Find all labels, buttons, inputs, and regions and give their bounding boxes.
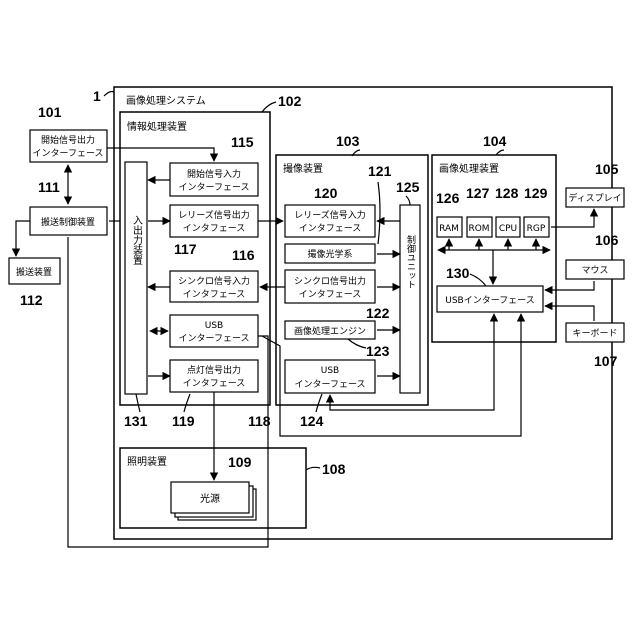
control-unit-box — [400, 205, 420, 393]
lighting-ref: 108 — [322, 461, 346, 477]
rom-ref: 127 — [466, 185, 490, 201]
camera-ref: 103 — [336, 133, 360, 149]
camera-usb-line2: インターフェース — [294, 379, 365, 390]
info-device-label: 情報処理装置 — [127, 120, 187, 133]
info-device-ref: 102 — [278, 93, 302, 109]
io-unit-box — [125, 162, 147, 394]
start-out-ref: 101 — [38, 104, 62, 120]
transport-ctrl-ref: 111 — [38, 179, 60, 195]
start-in-line1: 開始信号入力 — [187, 168, 241, 180]
info-usb-line1: USB — [205, 321, 223, 331]
start-in-ref: 115 — [231, 134, 254, 150]
control-unit-label: 制御ユニット — [405, 234, 416, 289]
control-unit-ref: 125 — [396, 179, 420, 195]
rgp-ref: 129 — [524, 185, 548, 201]
system-leader — [104, 92, 114, 97]
io-unit-label: 入出力装置 — [131, 215, 143, 265]
mouse-label: マウス — [581, 265, 608, 276]
start-out-line1: 開始信号出力 — [41, 134, 95, 146]
cpu-ref: 128 — [495, 185, 519, 201]
light-source-ref: 109 — [228, 454, 252, 470]
display-label: ディスプレイ — [568, 192, 621, 204]
sync-in-line2: インタフェース — [183, 289, 246, 300]
start-out-line2: インターフェース — [32, 148, 103, 159]
light-out-line2: インタフェース — [183, 378, 246, 389]
lighting-label: 照明装置 — [127, 455, 167, 468]
transport-label: 搬送装置 — [16, 266, 52, 278]
engine-ref: 123 — [366, 343, 390, 359]
keyboard-label: キーボード — [572, 328, 617, 339]
sync-out-line1: シンクロ信号出力 — [294, 275, 366, 287]
engine-label: 画像処理エンジン — [294, 325, 366, 337]
image-device-frame — [432, 155, 556, 342]
sync-in-ref: 117 — [174, 241, 197, 257]
release-in-ref: 120 — [314, 185, 338, 201]
info-usb-line2: インターフェース — [178, 333, 249, 344]
transport-ctrl-label: 搬送制御装置 — [41, 216, 95, 228]
keyboard-ref: 107 — [594, 353, 618, 369]
system-label: 画像処理システム — [126, 94, 206, 107]
light-source-label: 光源 — [200, 492, 220, 505]
optics-label: 撮像光学系 — [307, 248, 352, 260]
release-out-ref: 116 — [232, 247, 255, 263]
display-ref: 105 — [595, 161, 619, 177]
optics-ref: 121 — [368, 163, 392, 179]
transport-ref: 112 — [20, 292, 43, 308]
image-device-ref: 104 — [483, 133, 507, 149]
image-usb-ref: 130 — [446, 265, 470, 281]
sync-in-line1: シンクロ信号入力 — [178, 275, 250, 287]
ram-ref: 126 — [436, 190, 460, 206]
light-out-ref: 119 — [172, 413, 195, 429]
release-in-line2: インタフェース — [299, 223, 362, 234]
cpu-label: CPU — [499, 224, 517, 234]
system-ref: 1 — [93, 88, 101, 104]
release-in-line1: レリーズ信号入力 — [294, 209, 366, 221]
rom-label: ROM — [468, 224, 489, 234]
release-out-line2: インタフェース — [183, 223, 246, 234]
release-out-line1: レリーズ信号出力 — [178, 209, 250, 221]
rgp-label: RGP — [527, 224, 546, 234]
mouse-ref: 106 — [595, 232, 619, 248]
camera-usb-line1: USB — [321, 366, 339, 376]
sync-out-line2: インタフェース — [299, 289, 362, 300]
sync-out-ref: 122 — [366, 305, 390, 321]
camera-usb-ref: 124 — [300, 413, 324, 429]
start-in-line2: インターフェース — [178, 182, 249, 193]
light-out-line1: 点灯信号出力 — [187, 364, 241, 376]
info-usb-ref: 118 — [248, 413, 271, 429]
io-unit-ref: 131 — [124, 413, 148, 429]
image-device-label: 画像処理装置 — [439, 162, 499, 175]
image-usb-label: USBインターフェース — [445, 295, 535, 306]
camera-label: 撮像装置 — [283, 162, 323, 175]
ram-label: RAM — [439, 224, 459, 234]
